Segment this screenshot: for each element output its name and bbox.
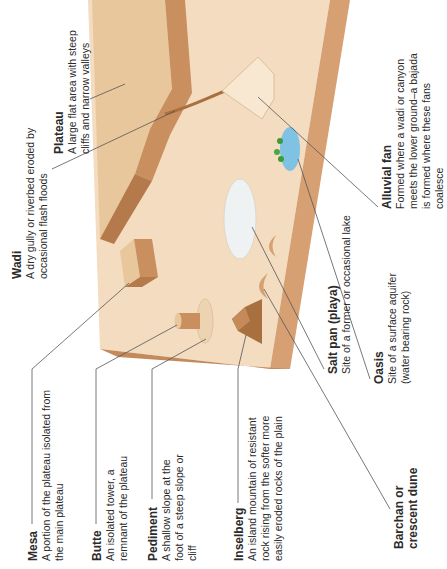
oasis-tree xyxy=(278,156,284,162)
landform-name: Alluvial fan xyxy=(380,89,394,209)
landform-name: Pediment xyxy=(146,471,160,561)
landform-name: Mesa xyxy=(26,481,40,561)
mesa-cliff xyxy=(134,239,158,277)
barchan-dune xyxy=(259,273,268,299)
leader-line xyxy=(298,159,370,379)
plateau-cliff xyxy=(135,0,192,181)
barchan-dune xyxy=(269,235,276,257)
oasis-water xyxy=(280,127,300,171)
landform-name: Oasis xyxy=(372,304,386,384)
plateau-cliff xyxy=(100,174,152,244)
salt-pan-shape xyxy=(224,179,256,259)
leader-line xyxy=(252,227,324,369)
leader-line xyxy=(258,97,378,207)
landform-name: Salt pan (playa) xyxy=(326,224,340,374)
butte-top xyxy=(175,313,182,329)
landform-description: An island mountain of resistant rock ris… xyxy=(246,411,285,561)
landform-description: A shallow slope at the foot of a steep s… xyxy=(160,449,199,561)
leader-line xyxy=(90,84,125,99)
landform-description: A portion of the plateau isolated from t… xyxy=(40,386,66,561)
landform-description: A large flat area with steep cliffs and … xyxy=(66,12,92,154)
wadi-channel xyxy=(165,91,225,114)
block-side-face xyxy=(100,349,290,369)
mesa-cliff xyxy=(125,277,158,287)
landform-name: Barchan or crescent dune xyxy=(392,454,420,549)
alluvial-fan-shape xyxy=(222,57,274,119)
landform-name: Wadi xyxy=(10,199,24,279)
oasis-tree xyxy=(277,138,283,144)
landform-description: A dry gully or riverbed eroded by occasi… xyxy=(24,124,50,279)
landform-name: Plateau xyxy=(52,64,66,154)
landform-description: Site of a former or occasional lake xyxy=(340,189,353,374)
oasis-tree xyxy=(274,149,280,155)
landform-name: Butte xyxy=(90,481,104,561)
inselberg-rock xyxy=(232,307,250,331)
landform-description: Site of a surface aquifer (water bearing… xyxy=(386,254,412,384)
leader-line xyxy=(238,335,246,503)
landform-description: An isolated tower, a remnant of the plat… xyxy=(104,446,130,561)
inselberg-rock xyxy=(232,299,262,344)
landform-description: Formed where a wadi or canyon meets the … xyxy=(394,44,446,209)
landform-name: Inselberg xyxy=(232,471,246,561)
